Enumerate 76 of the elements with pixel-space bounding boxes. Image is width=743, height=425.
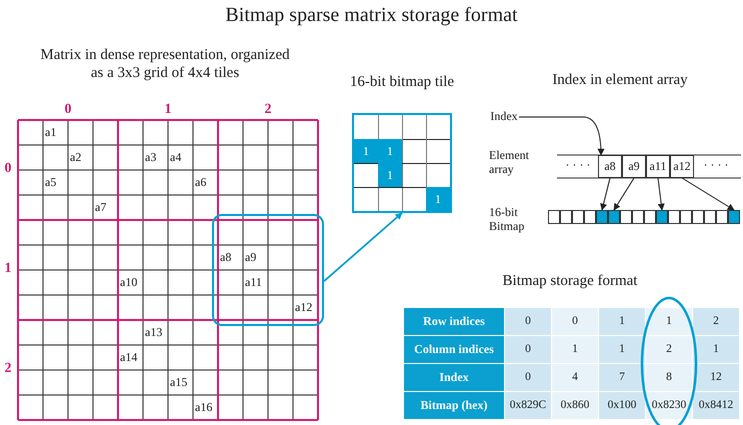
matrix-entry: a8 bbox=[220, 250, 232, 264]
row-header-cell: Row indices bbox=[404, 308, 504, 335]
table-cell: 0 bbox=[505, 308, 551, 335]
table-cell: 0x829C bbox=[505, 392, 551, 419]
array-cell: a12 bbox=[670, 155, 694, 178]
matrix-entry: a2 bbox=[70, 150, 82, 164]
table-cell: 8 bbox=[646, 364, 692, 391]
table-cell: 1 bbox=[599, 336, 645, 363]
column-number: 1 bbox=[164, 102, 172, 118]
panel-heading: Matrix in dense representation, organized as a 3x3 grid of 4x4 tiles bbox=[39, 46, 291, 82]
table-cell: 12 bbox=[693, 364, 739, 391]
table-cell: 4 bbox=[552, 364, 598, 391]
table-cell: 0x100 bbox=[599, 392, 645, 419]
table-cell: 0 bbox=[505, 364, 551, 391]
row-label: 16-bit Bitmap bbox=[489, 205, 526, 233]
arrow bbox=[614, 178, 634, 211]
row-label: Element array bbox=[489, 148, 530, 176]
table-cell: 7 bbox=[599, 364, 645, 391]
row-number: 2 bbox=[4, 361, 12, 377]
table-cell: 0 bbox=[552, 308, 598, 335]
matrix-entry: a3 bbox=[145, 150, 156, 164]
panel-heading: Index in element array bbox=[551, 72, 689, 89]
matrix-entry: a7 bbox=[95, 200, 106, 214]
table-cell: 1 bbox=[599, 308, 645, 335]
text-label: Index bbox=[489, 109, 519, 125]
table-cell: 1 bbox=[552, 336, 598, 363]
table-cell: 0x8230 bbox=[646, 392, 692, 419]
table-cell: 0 bbox=[505, 336, 551, 363]
set-bit-cell: 1 bbox=[378, 163, 402, 187]
ellipsis: · · · · bbox=[702, 158, 730, 173]
set-bit-cell: 1 bbox=[426, 187, 450, 211]
highlight-box bbox=[212, 214, 324, 326]
arrow bbox=[682, 178, 735, 210]
panel-heading: Bitmap storage format bbox=[502, 273, 638, 290]
matrix-entry: a14 bbox=[120, 350, 138, 364]
array-cell: a9 bbox=[622, 155, 646, 178]
row-header-cell: Column indices bbox=[404, 336, 504, 363]
ellipsis: · · · · bbox=[564, 158, 592, 173]
column-number: 2 bbox=[264, 102, 272, 118]
matrix-entry: a16 bbox=[195, 400, 212, 414]
array-cell: a8 bbox=[598, 155, 622, 178]
matrix-entry: a9 bbox=[245, 250, 256, 264]
set-bit-cell bbox=[608, 210, 620, 224]
table-cell: 0x8412 bbox=[693, 392, 739, 419]
matrix-entry: a5 bbox=[45, 175, 56, 189]
table-cell: 1 bbox=[646, 308, 692, 335]
table-cell: 2 bbox=[693, 308, 739, 335]
diagram-title: Bitmap sparse matrix storage format bbox=[224, 4, 519, 27]
arrow bbox=[600, 178, 610, 211]
set-bit-cell bbox=[656, 210, 668, 224]
matrix-entry: a12 bbox=[295, 300, 312, 314]
arrow bbox=[323, 212, 403, 282]
table-cell: 1 bbox=[693, 336, 739, 363]
matrix-entry: a13 bbox=[145, 325, 162, 339]
bitmap-tile bbox=[352, 113, 452, 213]
row-number: 0 bbox=[4, 161, 12, 177]
row-number: 1 bbox=[4, 261, 12, 277]
array-cell: a11 bbox=[646, 155, 670, 178]
matrix-entry: a6 bbox=[195, 175, 206, 189]
arrow bbox=[658, 178, 665, 211]
matrix-entry: a15 bbox=[170, 375, 188, 389]
table-cell: 0x860 bbox=[552, 392, 598, 419]
set-bit-cell bbox=[728, 210, 740, 224]
matrix-entry: a4 bbox=[170, 150, 182, 164]
column-number: 0 bbox=[64, 102, 72, 118]
arrow bbox=[518, 116, 604, 156]
table-cell: 2 bbox=[646, 336, 692, 363]
row-header-cell: Bitmap (hex) bbox=[404, 392, 504, 419]
panel-heading: 16-bit bitmap tile bbox=[348, 74, 456, 91]
row-header-cell: Index bbox=[404, 364, 504, 391]
set-bit-cell: 1 bbox=[354, 139, 378, 163]
set-bit-cell: 1 bbox=[378, 139, 402, 163]
matrix-entry: a1 bbox=[45, 125, 56, 139]
set-bit-cell bbox=[596, 210, 608, 224]
matrix-entry: a11 bbox=[245, 275, 262, 289]
matrix-entry: a10 bbox=[120, 275, 138, 289]
